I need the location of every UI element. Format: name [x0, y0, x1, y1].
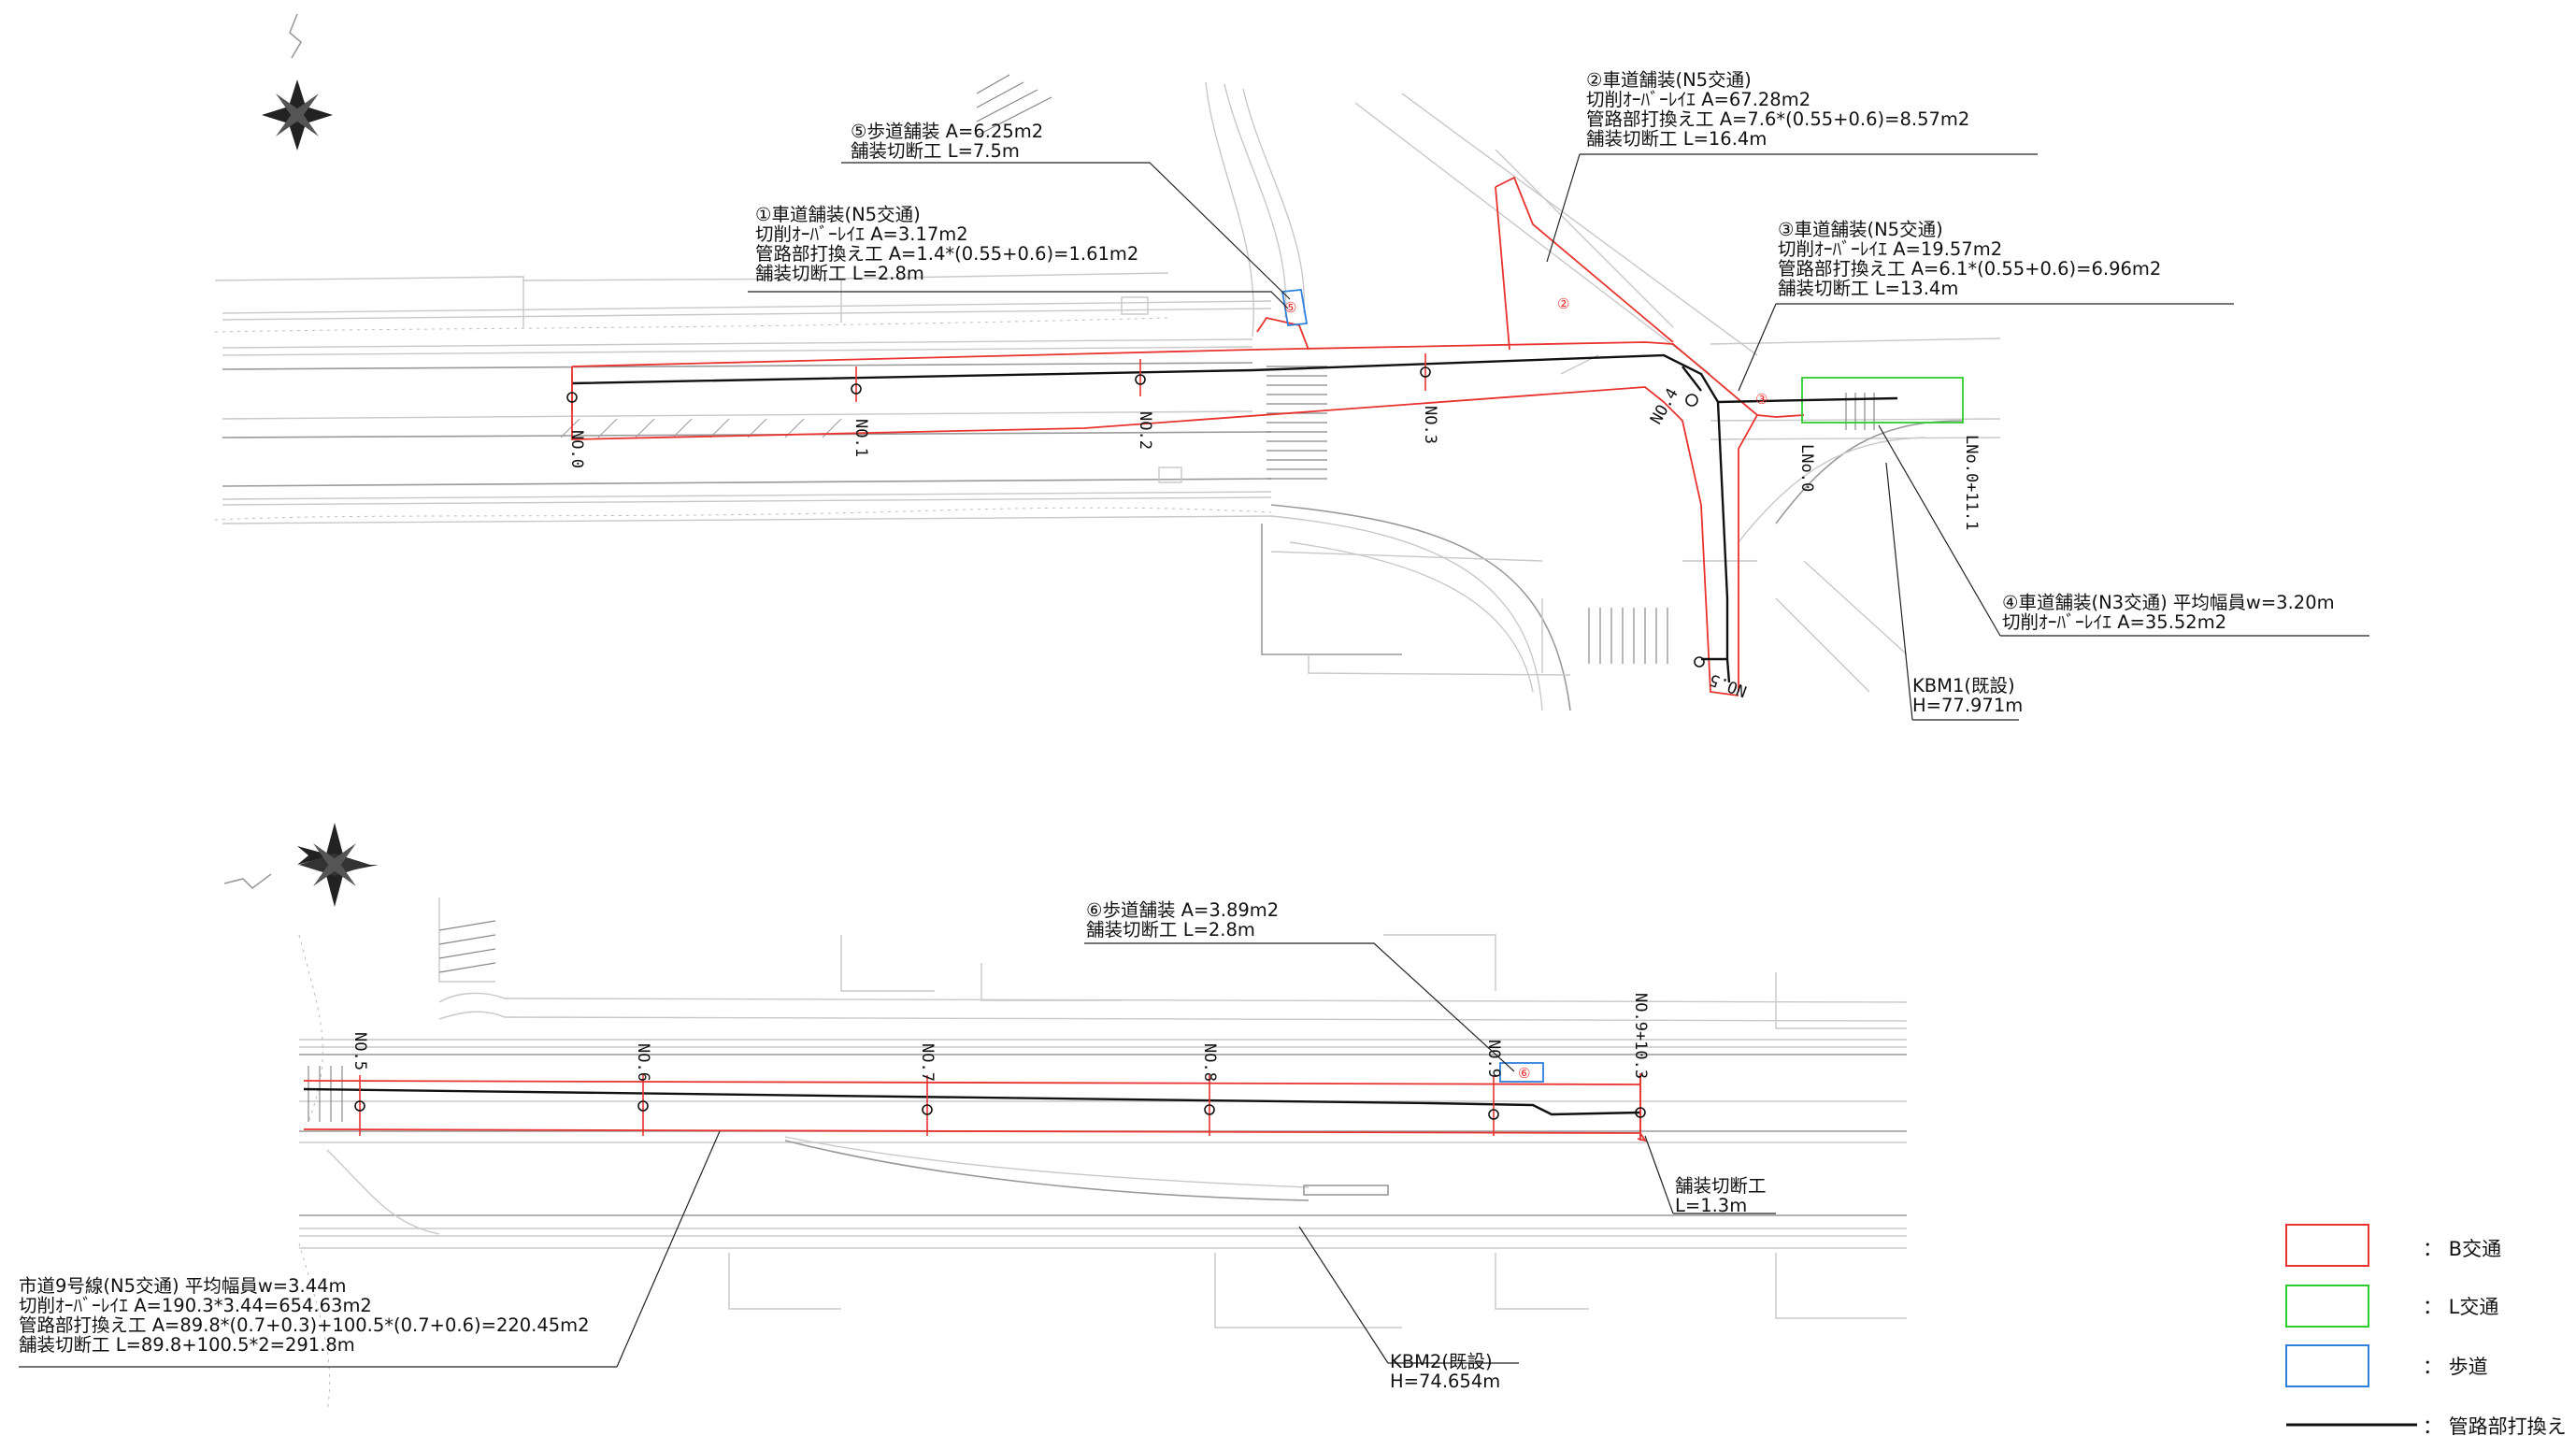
- station-lno0-11: LNo.0+11.1: [1962, 435, 1981, 530]
- north-arrow-bottom: [223, 823, 379, 907]
- leader-lines-top: [748, 153, 2369, 721]
- svg-text:⑥歩道舗装 A=3.89m2: ⑥歩道舗装 A=3.89m2: [1086, 899, 1279, 921]
- annotation-kbm2: KBM2(既設) H=74.654m: [1390, 1351, 1500, 1392]
- svg-text:切削ｵｰﾊﾞｰﾚｲｴ A=67.28m2: 切削ｵｰﾊﾞｰﾚｲｴ A=67.28m2: [1586, 89, 1810, 110]
- annotation-4: ④車道舗装(N3交通) 平均幅員w=3.20m 切削ｵｰﾊﾞｰﾚｲｴ A=35.…: [2002, 592, 2335, 633]
- annotation-cut: 舗装切断工 L=1.3m: [1675, 1175, 1767, 1216]
- svg-text:舗装切断工 L=2.8m: 舗装切断工 L=2.8m: [755, 263, 924, 284]
- svg-text:H=74.654m: H=74.654m: [1390, 1371, 1500, 1392]
- station-no4: NO.4: [1647, 385, 1682, 427]
- svg-text:管路部打換え工 A=6.1*(0.55+0.6)=6.96m: 管路部打換え工 A=6.1*(0.55+0.6)=6.96m2: [1778, 258, 2161, 280]
- annotation-kbm1: KBM1(既設) H=77.971m: [1912, 675, 2023, 716]
- station-markers-bottom: [354, 1075, 1646, 1136]
- legend-swatch-b: [2285, 1224, 2369, 1267]
- station-no0: NO.0: [567, 430, 586, 468]
- pipe-line-top: [571, 353, 1731, 683]
- legend-swatch-l: [2285, 1285, 2369, 1328]
- svg-text:管路部打換え工 A=1.4*(0.55+0.6)=1.61m: 管路部打換え工 A=1.4*(0.55+0.6)=1.61m2: [755, 243, 1138, 265]
- svg-text:舗装切断工 L=16.4m: 舗装切断工 L=16.4m: [1586, 128, 1767, 150]
- leader-lines-bottom: [19, 942, 1776, 1368]
- svg-text:KBM2(既設): KBM2(既設): [1390, 1351, 1493, 1372]
- legend-label-l: ： L交通: [2423, 1296, 2498, 1318]
- svg-text:舗装切断工 L=2.8m: 舗装切断工 L=2.8m: [1086, 919, 1255, 941]
- b-traffic-areas-top: [571, 176, 1805, 696]
- svg-text:舗装切断工: 舗装切断工: [1675, 1175, 1767, 1197]
- station-no8: NO.8: [1200, 1043, 1219, 1082]
- road-background-bottom: [298, 898, 1908, 1413]
- annotation-3: ③車道舗装(N5交通) 切削ｵｰﾊﾞｰﾚｲｴ A=19.57m2 管路部打換え工…: [1778, 219, 2161, 299]
- svg-text:H=77.971m: H=77.971m: [1912, 695, 2023, 716]
- sidewalk-area-6: [1499, 1062, 1544, 1083]
- legend-label-pipe: ： 管路部打換え: [2423, 1415, 2567, 1436]
- station-no7: NO.7: [918, 1043, 937, 1082]
- station-no5-bottom: NO.5: [351, 1032, 369, 1070]
- annotation-5: ⑤歩道舗装 A=6.25m2 舗装切断工 L=7.5m: [851, 121, 1043, 162]
- annotation-2: ②車道舗装(N5交通) 切削ｵｰﾊﾞｰﾚｲｴ A=67.28m2 管路部打換え工…: [1586, 69, 1969, 150]
- svg-text:切削ｵｰﾊﾞｰﾚｲｴ A=35.52m2: 切削ｵｰﾊﾞｰﾚｲｴ A=35.52m2: [2002, 611, 2226, 633]
- svg-text:②車道舗装(N5交通): ②車道舗装(N5交通): [1586, 69, 1752, 91]
- marker-3: ③: [1755, 391, 1767, 408]
- svg-text:舗装切断工 L=89.8+100.5*2=291.8m: 舗装切断工 L=89.8+100.5*2=291.8m: [19, 1334, 355, 1356]
- station-no6: NO.6: [634, 1043, 652, 1082]
- svg-text:管路部打換え工 A=7.6*(0.55+0.6)=8.57m: 管路部打換え工 A=7.6*(0.55+0.6)=8.57m2: [1586, 108, 1969, 130]
- svg-text:④車道舗装(N3交通) 平均幅員w=3.20m: ④車道舗装(N3交通) 平均幅員w=3.20m: [2002, 592, 2335, 613]
- annotation-main-road: 市道9号線(N5交通) 平均幅員w=3.44m 切削ｵｰﾊﾞｰﾚｲｴ A=190…: [19, 1275, 590, 1356]
- legend-swatch-walk: [2285, 1344, 2369, 1387]
- svg-text:切削ｵｰﾊﾞｰﾚｲｴ A=3.17m2: 切削ｵｰﾊﾞｰﾚｲｴ A=3.17m2: [755, 223, 968, 245]
- svg-text:切削ｵｰﾊﾞｰﾚｲｴ A=19.57m2: 切削ｵｰﾊﾞｰﾚｲｴ A=19.57m2: [1778, 238, 2002, 260]
- road-background-top: [214, 74, 2001, 711]
- station-no9: NO.9: [1484, 1040, 1503, 1078]
- svg-text:KBM1(既設): KBM1(既設): [1912, 675, 2015, 696]
- svg-text:③車道舗装(N5交通): ③車道舗装(N5交通): [1778, 219, 1943, 240]
- svg-text:切削ｵｰﾊﾞｰﾚｲｴ A=190.3*3.44=654.63: 切削ｵｰﾊﾞｰﾚｲｴ A=190.3*3.44=654.63m2: [19, 1295, 372, 1316]
- station-no2: NO.2: [1136, 411, 1154, 450]
- svg-text:舗装切断工 L=13.4m: 舗装切断工 L=13.4m: [1778, 278, 1958, 299]
- station-no3: NO.3: [1421, 406, 1439, 444]
- north-arrow-top: [262, 13, 333, 151]
- legend-label-walk: ： 歩道: [2423, 1356, 2488, 1378]
- svg-text:市道9号線(N5交通) 平均幅員w=3.44m: 市道9号線(N5交通) 平均幅員w=3.44m: [19, 1275, 347, 1297]
- station-lno0: LNo.0: [1797, 444, 1816, 492]
- svg-text:①車道舗装(N5交通): ①車道舗装(N5交通): [755, 204, 921, 225]
- station-no9-10: NO.9+10.3: [1631, 993, 1650, 1079]
- annotation-1: ①車道舗装(N5交通) 切削ｵｰﾊﾞｰﾚｲｴ A=3.17m2 管路部打換え工 …: [755, 204, 1138, 284]
- legend-label-b: ： B交通: [2423, 1238, 2501, 1260]
- svg-text:管路部打換え工 A=89.8*(0.7+0.3)+100.5: 管路部打換え工 A=89.8*(0.7+0.3)+100.5*(0.7+0.6)…: [19, 1314, 590, 1336]
- station-no1: NO.1: [852, 419, 870, 457]
- svg-text:L=1.3m: L=1.3m: [1675, 1195, 1747, 1216]
- marker-5: ⑤: [1284, 299, 1296, 316]
- pipe-line-bottom: [303, 1087, 1641, 1116]
- svg-text:⑤歩道舗装 A=6.25m2: ⑤歩道舗装 A=6.25m2: [851, 121, 1043, 142]
- marker-2: ②: [1557, 295, 1569, 312]
- sidewalk-area-5: [1281, 289, 1309, 326]
- marker-6: ⑥: [1518, 1065, 1530, 1082]
- svg-text:舗装切断工 L=7.5m: 舗装切断工 L=7.5m: [851, 140, 1020, 162]
- legend: ： B交通 ： L交通 ： 歩道 ： 管路部打換え: [2285, 1224, 2567, 1436]
- annotation-6: ⑥歩道舗装 A=3.89m2 舗装切断工 L=2.8m: [1086, 899, 1279, 941]
- station-markers-top: [566, 353, 1705, 668]
